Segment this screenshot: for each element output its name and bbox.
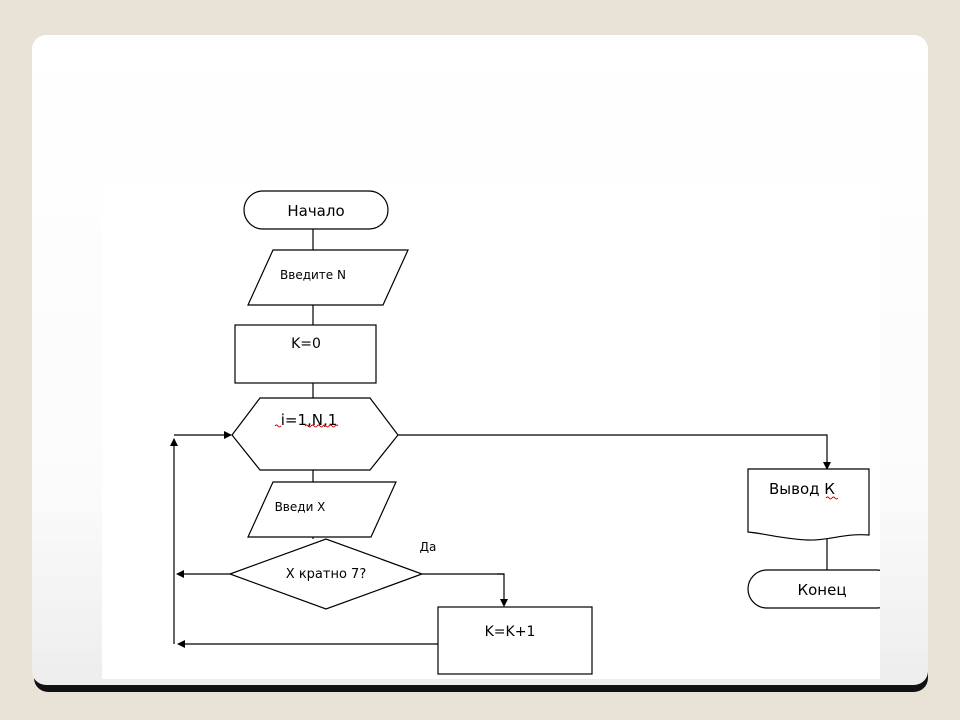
condition-label: X кратно 7? (286, 567, 366, 582)
yes-branch-arrow (422, 573, 508, 607)
start-label: Начало (287, 202, 344, 220)
input-n-parallelogram (247, 249, 409, 306)
end-terminator (747, 569, 880, 609)
input-x-parallelogram (247, 481, 397, 538)
start-terminator (243, 190, 389, 230)
spellcheck-squiggle-loop (274, 424, 282, 428)
increment-process (437, 606, 593, 675)
spellcheck-squiggle-output (825, 496, 839, 500)
loop-exit-arrow (398, 434, 831, 470)
output-label: Вывод К (769, 480, 835, 498)
slide: Начало Введите N K=0 i=1,N,1 Введи X X к… (32, 35, 928, 685)
loop-label: i=1,N,1 (281, 411, 338, 429)
flowchart-diagram: Начало Введите N K=0 i=1,N,1 Введи X X к… (170, 190, 880, 675)
init-k-label: K=0 (291, 336, 321, 352)
spellcheck-squiggle-loop-n (304, 424, 339, 428)
loop-hexagon (231, 397, 399, 471)
output-document (747, 468, 870, 541)
input-x-label: Введи X (275, 500, 326, 514)
yes-label: Да (420, 540, 437, 554)
condition-diamond (228, 538, 424, 610)
input-n-label: Введите N (280, 268, 346, 282)
increment-label: K=K+1 (485, 624, 536, 640)
flowchart-canvas: Начало Введите N K=0 i=1,N,1 Введи X X к… (102, 183, 880, 679)
init-k-process (234, 324, 377, 384)
end-label: Конец (797, 581, 846, 599)
